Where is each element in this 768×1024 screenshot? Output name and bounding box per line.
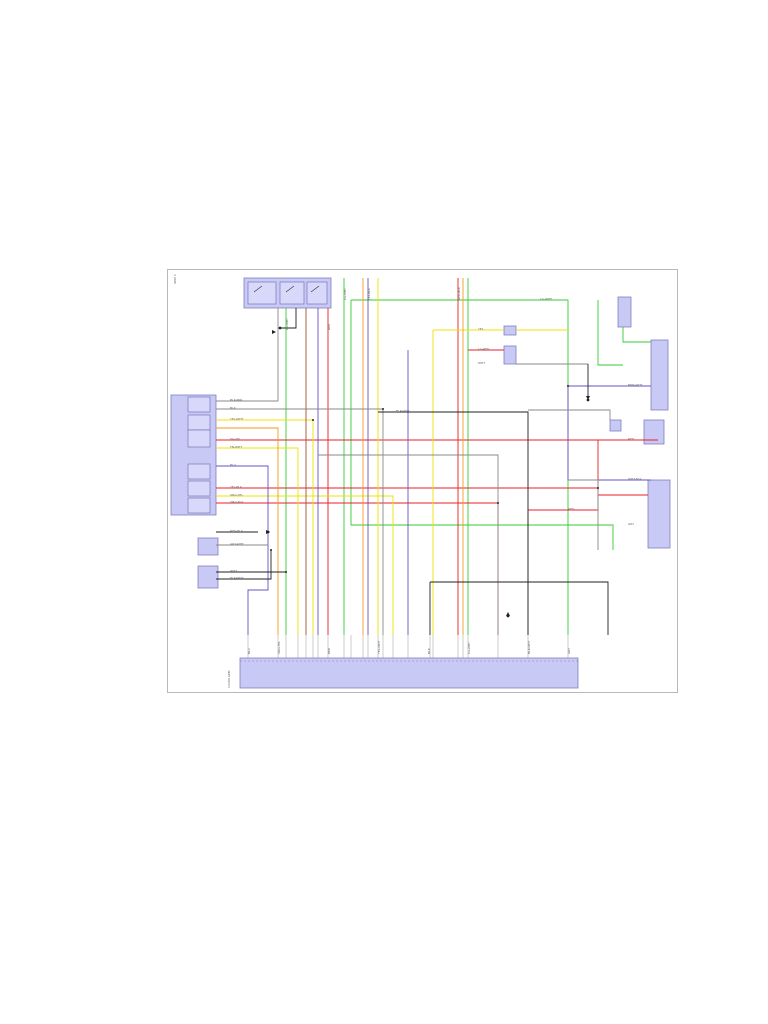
sensor-block-left-1 — [197, 537, 219, 556]
relay-mid-2 — [503, 345, 517, 365]
wire-label: GRY-WHT — [230, 542, 244, 546]
wire-label: BLK — [427, 647, 431, 654]
wire-label: WHT-BLK — [628, 477, 642, 481]
ground-arrow-icon-4 — [266, 530, 270, 534]
bottom-pin-labels: BLU ORG-YEL RED YEL-WHT BLK LG-WHT BLK-W… — [247, 640, 571, 654]
wire-label: LG-WHT — [285, 318, 289, 330]
wire-label: BRN-WHT — [628, 383, 643, 387]
wire-label: RED-BLK — [230, 529, 244, 533]
wire-label: LG-WHT — [467, 642, 471, 654]
wire-label: GRY — [628, 522, 634, 526]
ground-arrow-icon-3 — [506, 612, 510, 616]
wire-gray-4 — [568, 479, 599, 550]
wire-red-3 — [216, 502, 499, 635]
wire-gray-2 — [216, 408, 384, 635]
wire-gray-6 — [528, 409, 611, 420]
wire-label: RED — [568, 507, 575, 511]
wire-label: WHT — [478, 361, 485, 365]
wire-labels: BLK-PNK BLK YEL-WHT DG-YEL TN-WHT BLU YE… — [229, 297, 643, 580]
wire-label: GRY — [567, 648, 571, 654]
wire-label: LG-WHT — [540, 297, 552, 301]
wire-label: LG-WHT — [343, 288, 347, 300]
wire-label: ORG-YEL — [277, 641, 281, 654]
wire-label: YEL-WHT — [230, 417, 244, 421]
wire-label: BLU — [247, 648, 251, 654]
wire-red-2 — [216, 487, 648, 496]
wire-black-2 — [280, 308, 297, 329]
wire-green-3 — [351, 299, 569, 635]
module-block-right — [650, 339, 669, 411]
wire-label: RED — [327, 323, 331, 330]
ground-arrow-icon-2 — [586, 396, 590, 400]
wire-purple-5 — [567, 386, 651, 481]
wire-label: BLK-PNK — [230, 398, 244, 402]
relay-block-right-small — [609, 419, 622, 432]
wire-red-7 — [527, 440, 599, 635]
wire-black-5 — [430, 581, 609, 635]
wire-label: BLK-WHT — [527, 640, 531, 654]
wire-green-4 — [350, 300, 614, 550]
wire-label: BLU — [230, 463, 236, 467]
connector-pins — [247, 635, 569, 658]
gem-connector-label: C2280 GEM — [227, 670, 231, 688]
wire-yellow-5 — [216, 447, 299, 635]
wire-label: BLK — [230, 406, 237, 410]
wire-green-7 — [622, 327, 651, 343]
module-block-right-low — [647, 479, 671, 549]
wire-orange-3 — [216, 427, 279, 635]
wire-label: RED — [327, 647, 331, 654]
wiring-diagram-sheet: GEM 3 C2280 GEM — [167, 269, 678, 693]
wire-green-6 — [597, 300, 623, 366]
wire-group — [216, 278, 658, 635]
wiring-diagram: GEM 3 C2280 GEM — [170, 274, 671, 689]
ground-arrow-icon-1 — [272, 330, 276, 334]
wire-label: YEL — [478, 327, 484, 331]
wire-label: BLK-WHT — [396, 409, 410, 413]
wire-label: YEL-BLK — [367, 287, 371, 300]
wire-yellow-2 — [216, 419, 314, 635]
wire-label: DG-YEL — [230, 437, 241, 441]
switch-module-left — [170, 394, 217, 516]
wire-yellow-6 — [216, 495, 394, 635]
sheet-corner-label: GEM 3 — [173, 274, 177, 284]
wire-label: TN-WHT — [229, 445, 242, 449]
wire-label: ORG-BLK — [230, 500, 244, 504]
sensor-block-left-2 — [197, 565, 219, 589]
top-pin-annotations: LG-WHT YEL-BLK RED-BLK RED LG-WHT — [285, 286, 461, 330]
wire-label: BLK-WHT — [230, 576, 244, 580]
module-block-right-mid — [643, 419, 665, 445]
wire-label: YEL-BLK — [230, 485, 243, 489]
wire-label: RED-BLK — [457, 286, 461, 300]
wire-gray-3 — [318, 454, 499, 635]
relay-mid-1 — [503, 325, 517, 336]
wire-label: YEL-WHT — [377, 640, 381, 654]
switch-block-right-top — [617, 296, 632, 328]
wire-label: WHT — [230, 569, 237, 573]
wire-purple-3 — [216, 465, 269, 635]
wire-label: RED — [628, 437, 635, 441]
relay-block-top — [243, 277, 332, 309]
gem-connector-bottom — [239, 657, 579, 689]
wire-black-1 — [378, 411, 529, 635]
wire-gray-1 — [216, 308, 279, 402]
wire-label: LG-RED — [478, 347, 490, 351]
wire-label: ORG-YEL — [230, 493, 243, 497]
wire-black-4 — [216, 550, 272, 580]
